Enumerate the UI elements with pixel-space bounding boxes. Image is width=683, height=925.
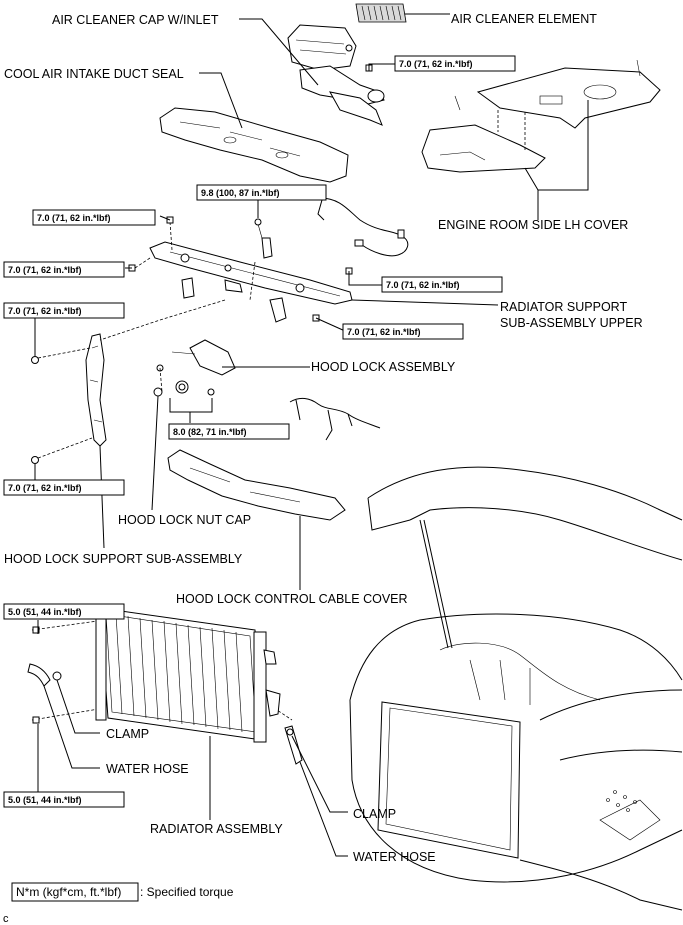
legend-unit-box-text: N*m (kgf*cm, ft.*lbf) (16, 885, 121, 899)
air-cleaner-cap-label: AIR CLEANER CAP W/INLET (52, 13, 219, 27)
torque-cap-bolt-text: 7.0 (71, 62 in.*lbf) (399, 59, 473, 69)
torque-hood-support-bottom: 7.0 (71, 62 in.*lbf) (3, 479, 125, 496)
hood-lock-cable-cover-label: HOOD LOCK CONTROL CABLE COVER (176, 592, 408, 606)
torque-support-left-top: 7.0 (71, 62 in.*lbf) (32, 209, 156, 226)
radiator-support-drawing (149, 218, 353, 323)
water-hose-right-label: WATER HOSE (353, 850, 436, 864)
torque-radiator-top-text: 5.0 (51, 44 in.*lbf) (8, 607, 82, 617)
torque-support-right-bottom: 7.0 (71, 62 in.*lbf) (342, 323, 464, 340)
torque-radiator-bottom-text: 5.0 (51, 44 in.*lbf) (8, 795, 82, 805)
radiator-assembly-label: RADIATOR ASSEMBLY (150, 822, 283, 836)
engine-room-cover-label: ENGINE ROOM SIDE LH COVER (438, 218, 628, 232)
vehicle-drawing (349, 466, 683, 911)
clamp-left-label: CLAMP (106, 727, 149, 741)
torque-support-right-top-text: 7.0 (71, 62 in.*lbf) (386, 280, 460, 290)
torque-radiator-top: 5.0 (51, 44 in.*lbf) (3, 603, 125, 620)
water-hose-left-label: WATER HOSE (106, 762, 189, 776)
air-cleaner-element-drawing (355, 3, 407, 23)
hood-lock-nut-cap-label: HOOD LOCK NUT CAP (118, 513, 251, 527)
hood-lock-support-label: HOOD LOCK SUPPORT SUB-ASSEMBLY (4, 552, 243, 566)
torque-legend: N*m (kgf*cm, ft.*lbf) : Specified torque (11, 882, 234, 902)
torque-support-left-mid-text: 7.0 (71, 62 in.*lbf) (8, 265, 82, 275)
hood-lock-support-drawing (31, 333, 107, 464)
radiator-support-label-line1: RADIATOR SUPPORT (500, 300, 627, 314)
legend-unit-description: : Specified torque (140, 885, 234, 899)
torque-radiator-bottom: 5.0 (51, 44 in.*lbf) (3, 791, 125, 808)
torque-hood-support-top: 7.0 (71, 62 in.*lbf) (3, 302, 125, 319)
radiator-drawing (27, 603, 303, 765)
torque-support-upper-bolt: 9.8 (100, 87 in.*lbf) (196, 184, 327, 201)
clamp-right-label: CLAMP (353, 807, 396, 821)
torque-hood-support-top-text: 7.0 (71, 62 in.*lbf) (8, 306, 82, 316)
leader-lines (34, 13, 589, 857)
torque-support-upper-bolt-text: 9.8 (100, 87 in.*lbf) (201, 188, 280, 198)
torque-hood-lock-bolt: 8.0 (82, 71 in.*lbf) (168, 423, 290, 440)
torque-hood-lock-bolt-text: 8.0 (82, 71 in.*lbf) (173, 427, 247, 437)
torque-support-left-mid: 7.0 (71, 62 in.*lbf) (3, 261, 125, 278)
torque-cap-bolt: 7.0 (71, 62 in.*lbf) (394, 55, 516, 72)
hood-lock-drawing (153, 339, 236, 397)
torque-support-right-bottom-text: 7.0 (71, 62 in.*lbf) (347, 327, 421, 337)
engine-room-cover-drawing (421, 59, 661, 173)
torque-support-left-top-text: 7.0 (71, 62 in.*lbf) (37, 213, 111, 223)
torque-support-right-top: 7.0 (71, 62 in.*lbf) (381, 276, 503, 293)
wire-harness-upper-drawing (317, 197, 409, 257)
hood-lock-cable-drawing (289, 397, 381, 441)
hood-lock-assembly-label: HOOD LOCK ASSEMBLY (311, 360, 456, 374)
corner-code: c (3, 913, 9, 925)
cool-air-duct-seal-drawing (159, 107, 349, 183)
air-cleaner-cap-drawing (287, 24, 385, 126)
cool-air-duct-seal-label: COOL AIR INTAKE DUCT SEAL (4, 67, 184, 81)
air-cleaner-element-label: AIR CLEANER ELEMENT (451, 12, 597, 26)
torque-hood-support-bottom-text: 7.0 (71, 62 in.*lbf) (8, 483, 82, 493)
hood-lock-cable-cover-drawing (167, 449, 346, 521)
radiator-support-label-line2: SUB-ASSEMBLY UPPER (500, 316, 643, 330)
